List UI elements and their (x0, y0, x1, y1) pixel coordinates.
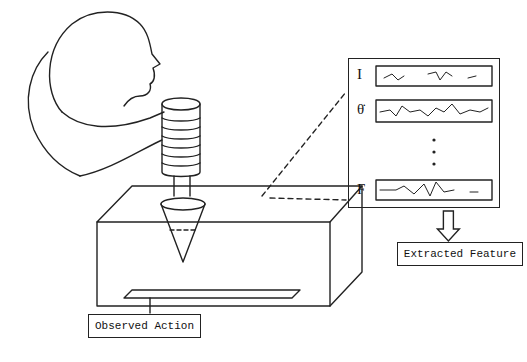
box-front (97, 222, 330, 306)
person-head (50, 12, 160, 112)
leader-line (262, 92, 346, 196)
box-label: Extracted Feature (404, 248, 516, 260)
leader-line (149, 298, 150, 313)
person-back (28, 52, 80, 176)
signal-name: F (357, 182, 365, 197)
probe-hole (161, 198, 205, 210)
cone-hidden (170, 229, 196, 230)
grip-top (162, 104, 200, 110)
signal-panel: Iθ̇ F (348, 58, 500, 208)
grip-ring (162, 136, 200, 139)
grip-ring (162, 118, 200, 121)
tool-grip (162, 98, 200, 177)
grip-ring (162, 163, 200, 166)
person-forearm (80, 140, 162, 176)
signal-name: I (357, 67, 362, 82)
probe-cone (161, 204, 205, 262)
grip-ring (162, 145, 200, 148)
hollow-arrow (437, 211, 459, 241)
signal-plot (376, 100, 492, 122)
signal-plot (376, 66, 492, 86)
grip-ring (162, 154, 200, 157)
person-arm (62, 112, 164, 127)
signal-trace (380, 104, 488, 116)
box-top (97, 186, 362, 222)
leader-line (270, 198, 346, 200)
signal-trace (380, 182, 478, 196)
signal-name: θ̇ (357, 102, 364, 117)
signal-plot (376, 180, 492, 200)
box-side (330, 186, 362, 306)
slot (124, 290, 300, 298)
feature-box: Extracted Feature (397, 242, 523, 266)
signal-trace (384, 72, 476, 80)
grip-ring (162, 127, 200, 130)
action-box: Observed Action (88, 314, 201, 338)
ellipsis-dots (432, 138, 435, 165)
box-label: Observed Action (95, 320, 194, 332)
